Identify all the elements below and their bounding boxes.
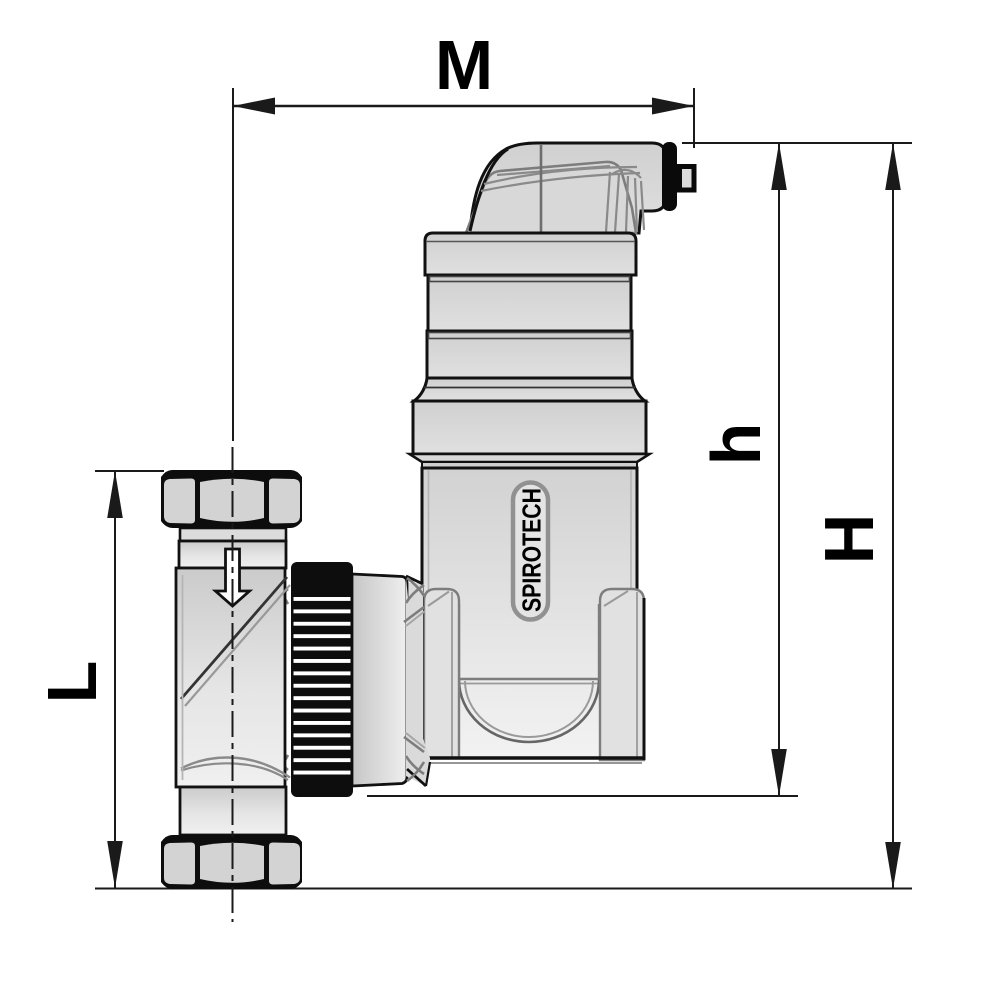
svg-text:h: h: [697, 423, 775, 466]
svg-text:M: M: [435, 26, 493, 104]
svg-text:L: L: [33, 661, 111, 704]
svg-text:H: H: [810, 514, 888, 565]
svg-text:SPIROTECH: SPIROTECH: [517, 488, 547, 612]
